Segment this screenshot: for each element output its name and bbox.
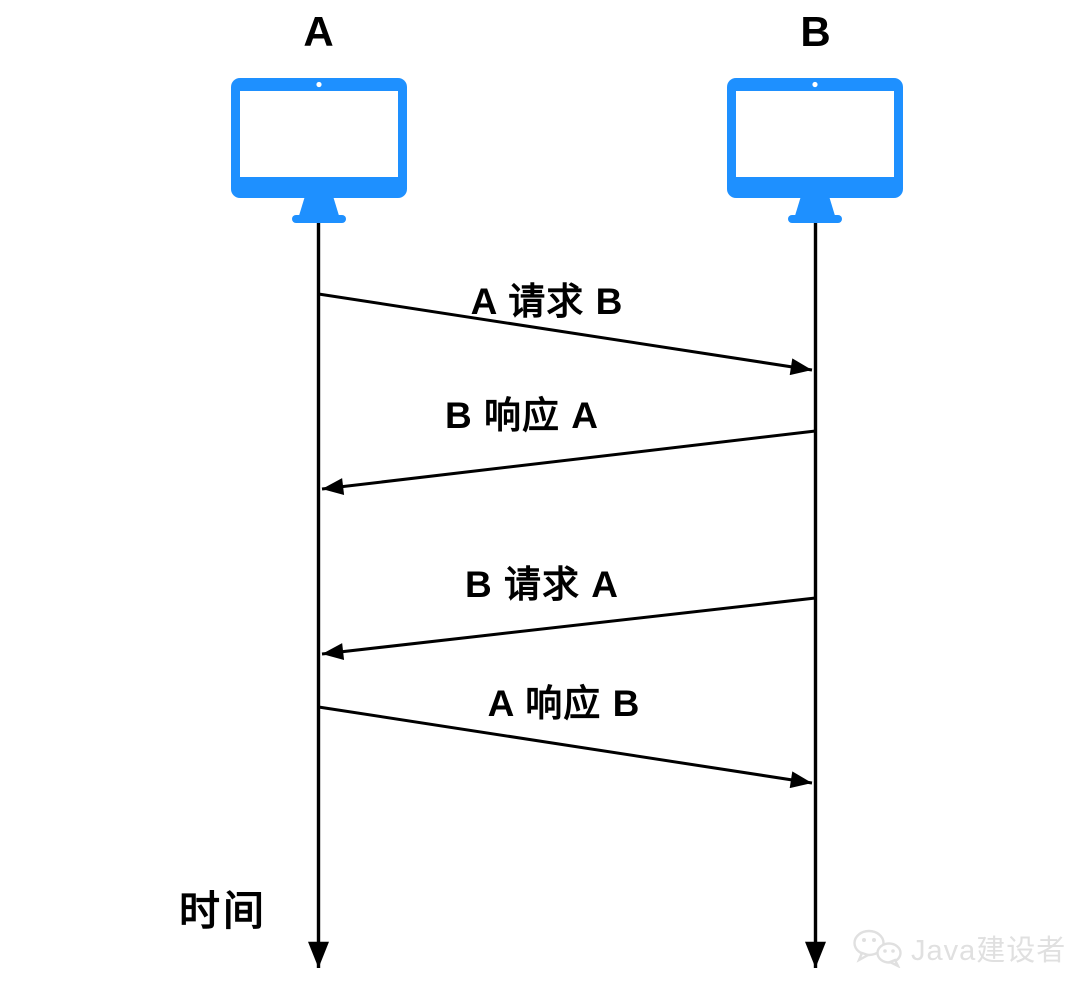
message-arrow-b-request-a — [321, 596, 816, 661]
watermark-text: Java建设者 — [911, 935, 1067, 967]
watermark: Java建设者 — [852, 927, 1066, 969]
computer-a-icon — [231, 78, 407, 223]
message-label-b-request-a: B 请求 A — [465, 564, 619, 605]
time-label: 时间 — [179, 888, 267, 934]
wechat-icon — [853, 929, 902, 968]
message-arrow-a-request-b — [318, 292, 813, 376]
message-label-b-response-a: B 响应 A — [445, 395, 599, 436]
actor-b-label: B — [800, 8, 832, 55]
actor-a-label: A — [303, 8, 335, 55]
message-arrow-a-response-b — [318, 705, 813, 789]
message-label-a-request-b: A 请求 B — [470, 281, 624, 322]
message-arrow-b-response-a — [321, 429, 816, 495]
computer-b-icon — [727, 78, 903, 223]
message-label-a-response-b: A 响应 B — [487, 683, 641, 724]
